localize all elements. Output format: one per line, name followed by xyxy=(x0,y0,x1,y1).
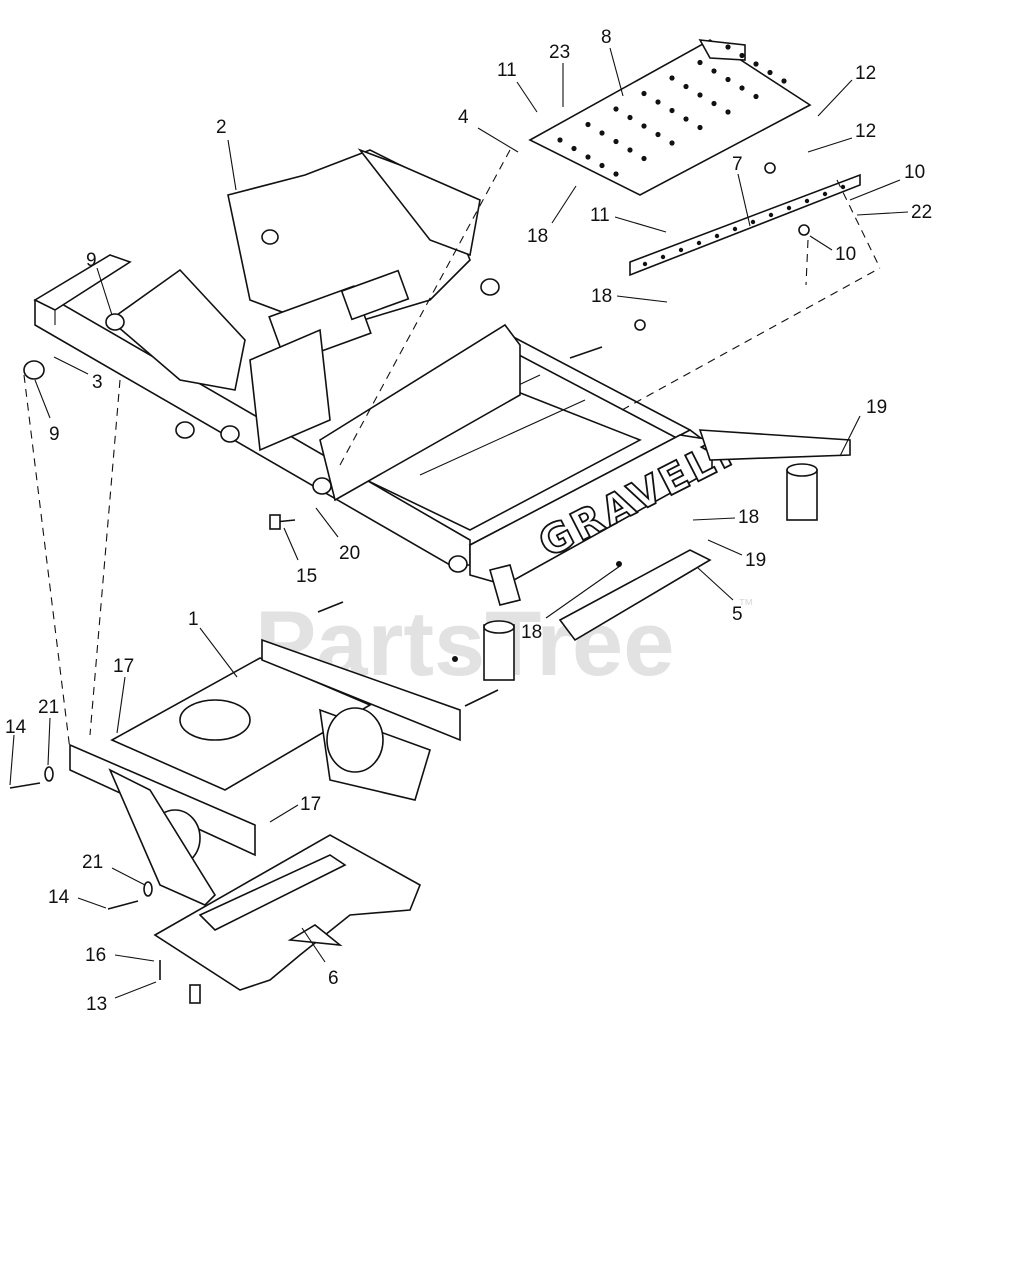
step-plate-hole xyxy=(641,155,647,162)
callout-21: 21 xyxy=(82,852,103,873)
step-plate-hole xyxy=(669,75,675,81)
callout-12: 12 xyxy=(855,63,876,84)
step-plate-hole xyxy=(753,93,759,100)
floor-plate xyxy=(153,834,422,991)
callout-17: 17 xyxy=(113,656,134,677)
step-plate-hole xyxy=(697,59,703,66)
callout-12: 12 xyxy=(855,121,876,142)
step-plate-hole xyxy=(613,138,619,145)
watermark-trademark: ™ xyxy=(738,597,754,614)
step-plate-hole xyxy=(599,162,605,169)
bracket-hole xyxy=(714,233,720,239)
side-bracket xyxy=(629,173,861,277)
callout-16: 16 xyxy=(85,945,106,966)
step-plate-hole xyxy=(613,106,619,112)
step-plate-hole xyxy=(655,131,661,138)
bracket-hole xyxy=(696,240,702,246)
callout-21: 21 xyxy=(38,697,59,718)
bracket-hole xyxy=(642,261,648,267)
bracket-hole xyxy=(840,184,846,190)
callout-1: 1 xyxy=(188,609,199,630)
step-plate-hole xyxy=(725,109,731,115)
step-plate-hole xyxy=(683,116,689,122)
callout-11: 11 xyxy=(590,205,610,226)
step-plate-hole xyxy=(781,78,787,84)
callout-14: 14 xyxy=(5,717,27,738)
bracket-hole xyxy=(732,226,738,232)
bracket-hole xyxy=(768,212,774,218)
callout-10: 10 xyxy=(835,244,856,265)
callout-19: 19 xyxy=(866,397,887,418)
step-plate-hole xyxy=(585,154,591,160)
step-plate-hole xyxy=(585,121,591,128)
alignment-lines xyxy=(23,149,881,751)
callout-11: 11 xyxy=(497,60,517,81)
callout-13: 13 xyxy=(86,994,107,1015)
step-plate-hole xyxy=(571,145,577,152)
bracket-hole xyxy=(822,191,828,197)
callouts: 2 9 3 9 4 11 23 8 12 12 10 7 22 11 10 18 xyxy=(5,27,932,1015)
step-plate-hole xyxy=(753,61,759,67)
bracket-hole xyxy=(678,247,684,253)
callout-9: 9 xyxy=(86,250,97,271)
callout-4: 4 xyxy=(458,107,469,128)
callout-8: 8 xyxy=(601,27,612,48)
step-plate-hole xyxy=(655,99,661,105)
callout-19: 19 xyxy=(745,550,766,571)
callout-3: 3 xyxy=(92,372,103,393)
step-plate-hole xyxy=(557,137,563,143)
step-plate-hole xyxy=(697,124,703,131)
step-plate-hole xyxy=(641,123,647,129)
step-plate-hole xyxy=(613,171,619,177)
callout-18: 18 xyxy=(527,226,548,247)
callout-6: 6 xyxy=(328,968,339,989)
hardware xyxy=(9,162,810,1004)
callout-22: 22 xyxy=(911,202,932,223)
callout-18: 18 xyxy=(738,507,759,528)
callout-7: 7 xyxy=(732,154,743,175)
step-plate-hole xyxy=(725,76,731,83)
step-plate-hole xyxy=(739,52,745,59)
lower-frame xyxy=(69,638,461,906)
bracket-hole xyxy=(804,198,810,204)
callout-9: 9 xyxy=(49,424,60,445)
callout-18: 18 xyxy=(521,622,542,643)
callout-10: 10 xyxy=(904,162,925,183)
bracket-hole xyxy=(750,219,756,225)
step-plate-hole xyxy=(711,68,717,74)
step-plate-hole xyxy=(627,114,633,121)
callout-15: 15 xyxy=(296,566,317,587)
callout-17: 17 xyxy=(300,794,321,815)
bracket-hole xyxy=(660,254,666,260)
step-plate xyxy=(528,39,812,196)
step-plate-hole xyxy=(627,147,633,153)
step-plate-hole xyxy=(669,107,675,114)
step-plate-hole xyxy=(739,85,745,91)
callout-18: 18 xyxy=(591,286,612,307)
step-plate-hole xyxy=(669,140,675,146)
step-plate-hole xyxy=(767,69,773,76)
callout-5: 5 xyxy=(732,604,743,625)
step-plate-hole xyxy=(599,130,605,136)
step-plate-hole xyxy=(711,100,717,107)
callout-2: 2 xyxy=(216,117,227,138)
callout-20: 20 xyxy=(339,543,360,564)
callout-23: 23 xyxy=(549,42,570,63)
step-plate-hole xyxy=(725,44,731,50)
step-plate-hole xyxy=(641,90,647,97)
bracket-hole xyxy=(786,205,792,211)
step-plate-hole xyxy=(683,83,689,90)
footrest-tube xyxy=(558,549,712,642)
step-plate-hole xyxy=(697,92,703,98)
callout-14: 14 xyxy=(48,887,70,908)
